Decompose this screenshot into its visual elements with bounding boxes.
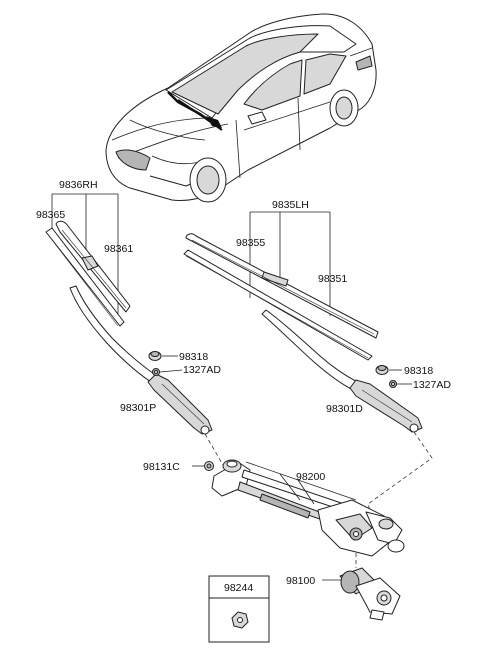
label-linkage: 98200 — [296, 471, 325, 483]
label-rh-refill: 98365 — [36, 209, 65, 221]
wiper-motor — [322, 567, 401, 621]
label-rh-arm: 98301P — [120, 402, 156, 414]
label-rh-cap: 98318 — [179, 351, 208, 363]
label-bolt: 98131C — [143, 461, 180, 473]
label-rh-set: 9836RH — [59, 179, 98, 191]
label-small-nut: 98244 — [224, 582, 253, 594]
rh-blade-group — [45, 193, 213, 435]
label-lh-cap: 98318 — [404, 365, 433, 377]
label-motor: 98100 — [286, 575, 315, 587]
label-lh-refill: 98355 — [236, 237, 265, 249]
label-lh-set: 9835LH — [272, 199, 309, 211]
lh-blade-group — [183, 211, 423, 433]
small-nut-box — [208, 575, 270, 643]
connection-line-lh — [367, 431, 433, 519]
label-lh-arm: 98301D — [326, 403, 363, 415]
label-lh-blade: 98351 — [318, 273, 347, 285]
label-rh-nut: 1327AD — [183, 364, 221, 376]
linkage-assembly — [192, 459, 405, 557]
car-illustration — [105, 13, 377, 203]
label-rh-blade: 98361 — [104, 243, 133, 255]
label-lh-nut: 1327AD — [413, 379, 451, 391]
